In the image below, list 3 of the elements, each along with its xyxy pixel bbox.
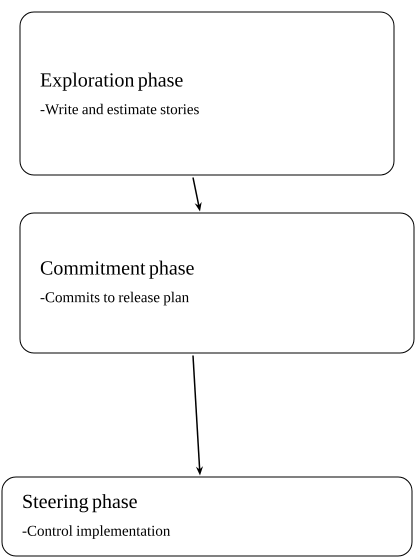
phase-box: Commitment phase -Commits to release plan — [20, 212, 414, 354]
phase-box: Steering phase -Control implementation — [2, 476, 412, 556]
phase-box: Exploration phase -Write and estimate stories — [20, 12, 394, 176]
